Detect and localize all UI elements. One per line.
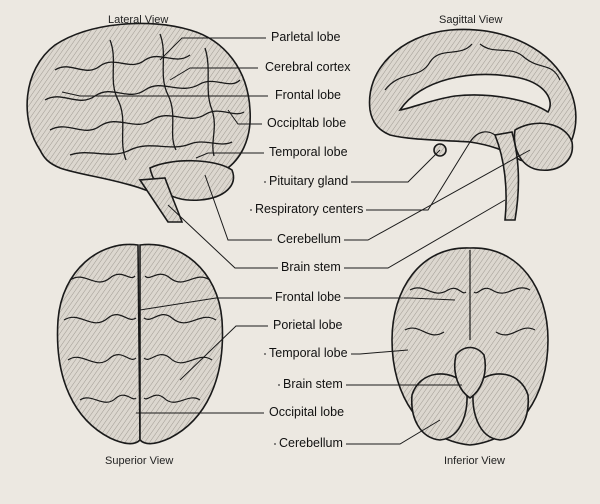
label-parietal-lobe-bottom: Porietal lobe	[270, 318, 346, 332]
label-temporal-lobe-bottom: Temporal lobe	[266, 346, 351, 360]
superior-brain	[56, 243, 224, 445]
label-temporal-lobe-top: Temporal lobe	[266, 145, 351, 159]
label-pituitary-gland: Pituitary gland	[266, 174, 352, 188]
inferior-brain	[391, 247, 549, 446]
inferior-view-title: Inferior View	[444, 455, 505, 467]
sagittal-brain	[368, 28, 577, 221]
lateral-view-title: Lateral View	[108, 14, 169, 26]
sagittal-view-title: Sagittal View	[439, 14, 503, 26]
label-parietal-lobe: Parletal lobe	[268, 30, 344, 44]
superior-view-title: Superior View	[105, 455, 174, 467]
label-respiratory-centers: Respiratory centers	[252, 202, 367, 216]
label-brain-stem-bottom: Brain stem	[280, 377, 346, 391]
label-cerebellum-bottom: Cerebellum	[276, 436, 346, 450]
label-occipital-lobe-bottom: Occipital lobe	[266, 405, 348, 419]
label-frontal-lobe-top: Frontal lobe	[272, 88, 345, 102]
label-frontal-lobe-bottom: Frontal lobe	[272, 290, 345, 304]
label-brain-stem-top: Brain stem	[278, 260, 344, 274]
lateral-brain	[26, 22, 251, 223]
label-cerebellum-top: Cerebellum	[274, 232, 344, 246]
label-occipital-lobe-top: Occipltab lobe	[264, 116, 350, 130]
label-cerebral-cortex: Cerebral cortex	[262, 60, 354, 74]
